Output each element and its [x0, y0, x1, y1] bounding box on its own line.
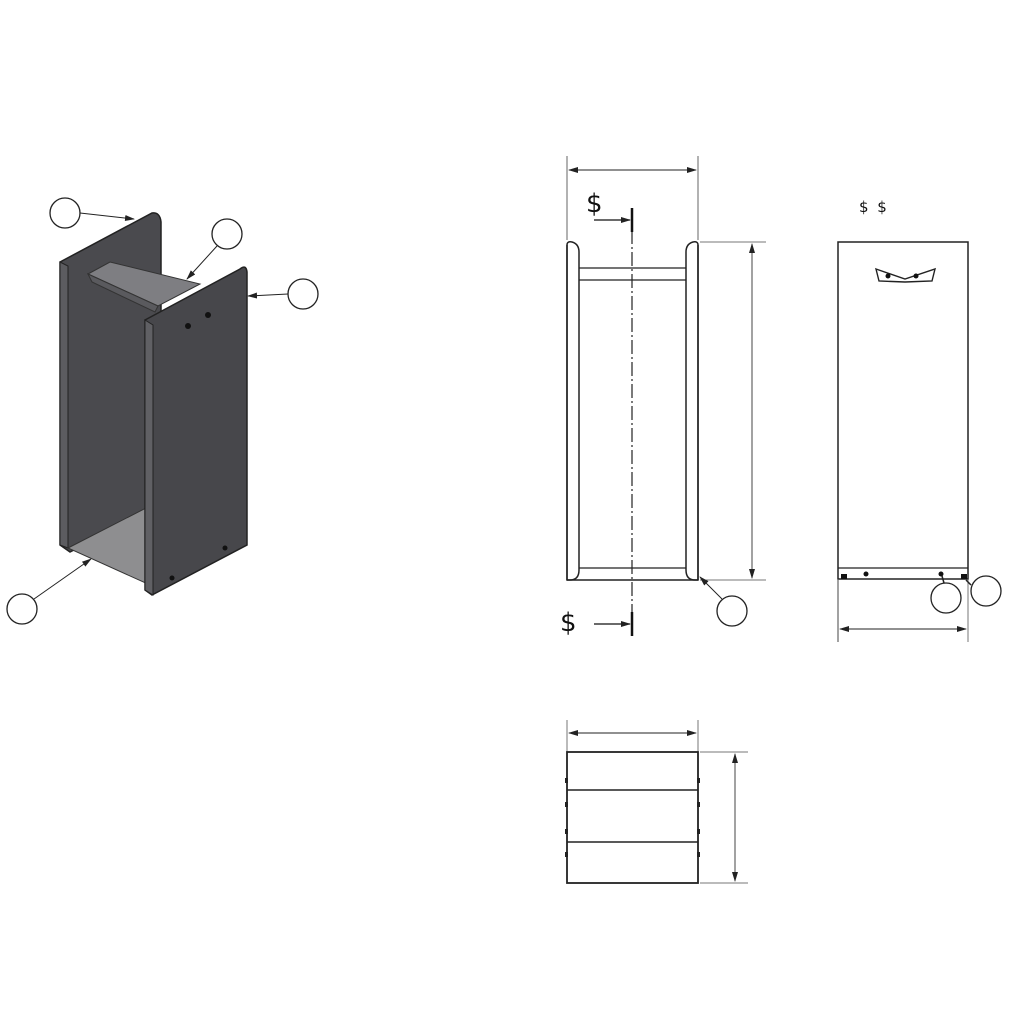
- handle-cutout: [875, 267, 936, 283]
- right-panel-edge: [144, 319, 154, 596]
- section-marker-side: $ $: [859, 198, 889, 216]
- balloon-side-1: [930, 582, 962, 614]
- balloon-iso-3: [287, 278, 319, 310]
- section-marker-bottom: $: [560, 608, 577, 638]
- top-outline: [566, 751, 699, 884]
- isometric-view: [6, 197, 319, 625]
- side-panel-outline: [837, 241, 969, 580]
- balloon-iso-2: [211, 218, 243, 250]
- front-section-view: [566, 156, 766, 636]
- balloon-front-1: [716, 595, 748, 627]
- left-panel-edge: [59, 261, 69, 549]
- balloon-side-2: [970, 575, 1002, 607]
- section-marker-top: $: [586, 189, 603, 219]
- side-view: [837, 241, 1002, 642]
- balloon-iso-4: [6, 593, 38, 625]
- top-view: [565, 720, 748, 884]
- balloon-iso-1: [49, 197, 81, 229]
- right-side-panel: [144, 266, 248, 596]
